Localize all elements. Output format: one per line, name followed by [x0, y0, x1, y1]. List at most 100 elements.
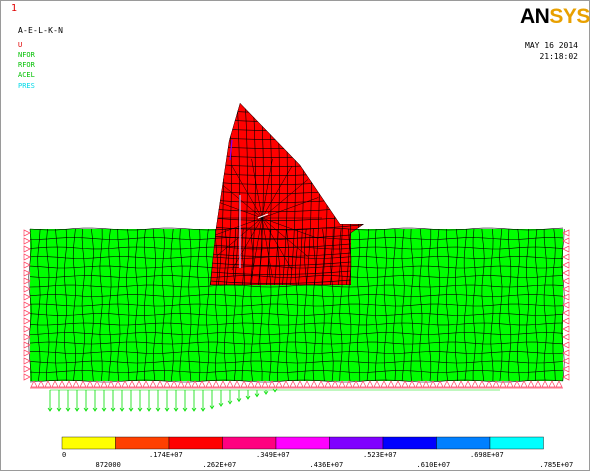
mesh-column-line: [81, 228, 85, 382]
dam-radial-line: [231, 165, 263, 219]
bottom-boundary-symbol: [548, 380, 556, 388]
bottom-boundary-symbol: [177, 380, 185, 388]
pressure-arrow-head: [245, 395, 251, 400]
pressure-arrows: [47, 139, 500, 412]
mesh-column-line: [286, 228, 290, 382]
mesh-column-line: [428, 229, 432, 382]
dam-mesh-line: [210, 106, 364, 113]
bottom-boundary-symbol: [534, 380, 542, 388]
colorbar-segment: [222, 436, 277, 450]
bottom-boundary-symbol: [478, 380, 486, 388]
right-boundary-symbol: [562, 317, 570, 325]
dam-radial-line: [261, 197, 319, 219]
colorbar-label-bottom: 872000: [95, 461, 121, 469]
left-boundary-symbol: [23, 285, 31, 293]
dam-radial-line: [261, 217, 319, 239]
mesh-row-line: [29, 313, 564, 316]
right-boundary-symbol: [562, 245, 570, 253]
bottom-boundary-symbol: [254, 380, 262, 388]
right-boundary-symbol: [562, 285, 570, 293]
right-boundary-symbol: [562, 253, 570, 261]
left-boundary-symbol: [23, 325, 31, 333]
mesh-column-line: [206, 228, 210, 382]
mesh-row-line: [29, 275, 564, 278]
dam-mesh-line: [210, 115, 364, 122]
bottom-boundary-symbol: [394, 380, 402, 388]
bottom-boundary-symbol: [345, 380, 353, 388]
legend-rfor: RFOR: [18, 61, 35, 69]
right-boundary-symbol: [562, 269, 570, 277]
left-boundary-symbol: [23, 229, 31, 237]
bottom-boundary-symbol: [191, 380, 199, 388]
colorbar-segment: [382, 436, 437, 450]
bottom-boundary-symbol: [114, 380, 122, 388]
bottom-boundary-symbol: [359, 380, 367, 388]
mesh-column-line: [259, 228, 263, 382]
mesh-column-line: [481, 228, 485, 382]
bottom-boundary-symbol: [436, 380, 444, 388]
bottom-boundary-symbol: [380, 380, 388, 388]
bottom-boundary-symbol: [324, 380, 332, 388]
bottom-boundary-symbol: [317, 380, 325, 388]
left-boundary-symbol: [23, 301, 31, 309]
mesh-column-line: [552, 228, 556, 382]
ansys-logo-sys: SYS: [549, 5, 590, 28]
bottom-boundary-symbol: [373, 380, 381, 388]
bottom-boundary-symbol: [198, 380, 206, 388]
ansys-logo: ANSYS: [520, 5, 590, 29]
left-boundary-symbol: [23, 349, 31, 357]
mesh-column-line: [561, 228, 565, 382]
upstream-load-mark: [229, 139, 233, 161]
bottom-boundary-symbol: [149, 380, 157, 388]
left-boundary-symbol: [23, 277, 31, 285]
mesh-column-line: [152, 228, 156, 382]
mesh-row-line: [29, 284, 564, 288]
colorbar-segment: [329, 436, 384, 450]
pressure-arrow-head: [173, 407, 179, 412]
left-boundary-symbol: [23, 373, 31, 381]
pressure-arrow-head: [137, 407, 143, 412]
left-boundary-symbol: [23, 333, 31, 341]
pressure-arrow-head: [74, 407, 80, 412]
bottom-boundary-symbol: [44, 380, 52, 388]
bottom-boundary-symbol: [233, 380, 241, 388]
bottom-boundary-symbol: [247, 380, 255, 388]
colorbar-label-bottom: .262E+07: [202, 461, 237, 469]
bottom-boundary-symbol: [86, 380, 94, 388]
dam-mesh-line: [233, 103, 240, 285]
mesh-row-line: [29, 332, 564, 335]
bottom-boundary-symbol: [408, 380, 416, 388]
pressure-arrow-head: [218, 402, 224, 407]
mesh-column-line: [46, 228, 50, 381]
bottom-boundary-symbol: [205, 380, 213, 388]
bottom-boundary-symbol: [93, 380, 101, 388]
bottom-boundary-symbol: [506, 380, 514, 388]
pressure-arrow-head: [47, 407, 53, 412]
bottom-boundary-symbol: [366, 380, 374, 388]
bottom-boundary-symbol: [310, 380, 318, 388]
mesh-column-line: [197, 228, 201, 382]
dam-radial-line: [261, 217, 293, 271]
bottom-boundary-symbol: [58, 380, 66, 388]
dam-mesh-line: [210, 268, 364, 275]
mesh-column-line: [517, 228, 521, 382]
mesh-column-line: [366, 228, 370, 382]
left-boundary-symbol: [23, 237, 31, 245]
dam-radial-line: [261, 217, 273, 278]
bottom-boundary-symbol: [156, 380, 164, 388]
right-boundary-symbol: [562, 333, 570, 341]
mesh-row-line: [29, 303, 564, 307]
bottom-boundary-symbol: [135, 380, 143, 388]
mesh-column-line: [508, 228, 512, 382]
pressure-arrow-head: [146, 407, 152, 412]
window-number: 1: [11, 3, 18, 14]
left-boundary-symbol: [23, 341, 31, 349]
bottom-boundary-symbol: [128, 380, 136, 388]
mesh-column-line: [543, 228, 547, 382]
pressure-arrow-head: [101, 407, 107, 412]
dam-outline: [210, 103, 364, 285]
mesh-column-line: [277, 228, 281, 382]
dam-radial-line: [261, 217, 309, 257]
